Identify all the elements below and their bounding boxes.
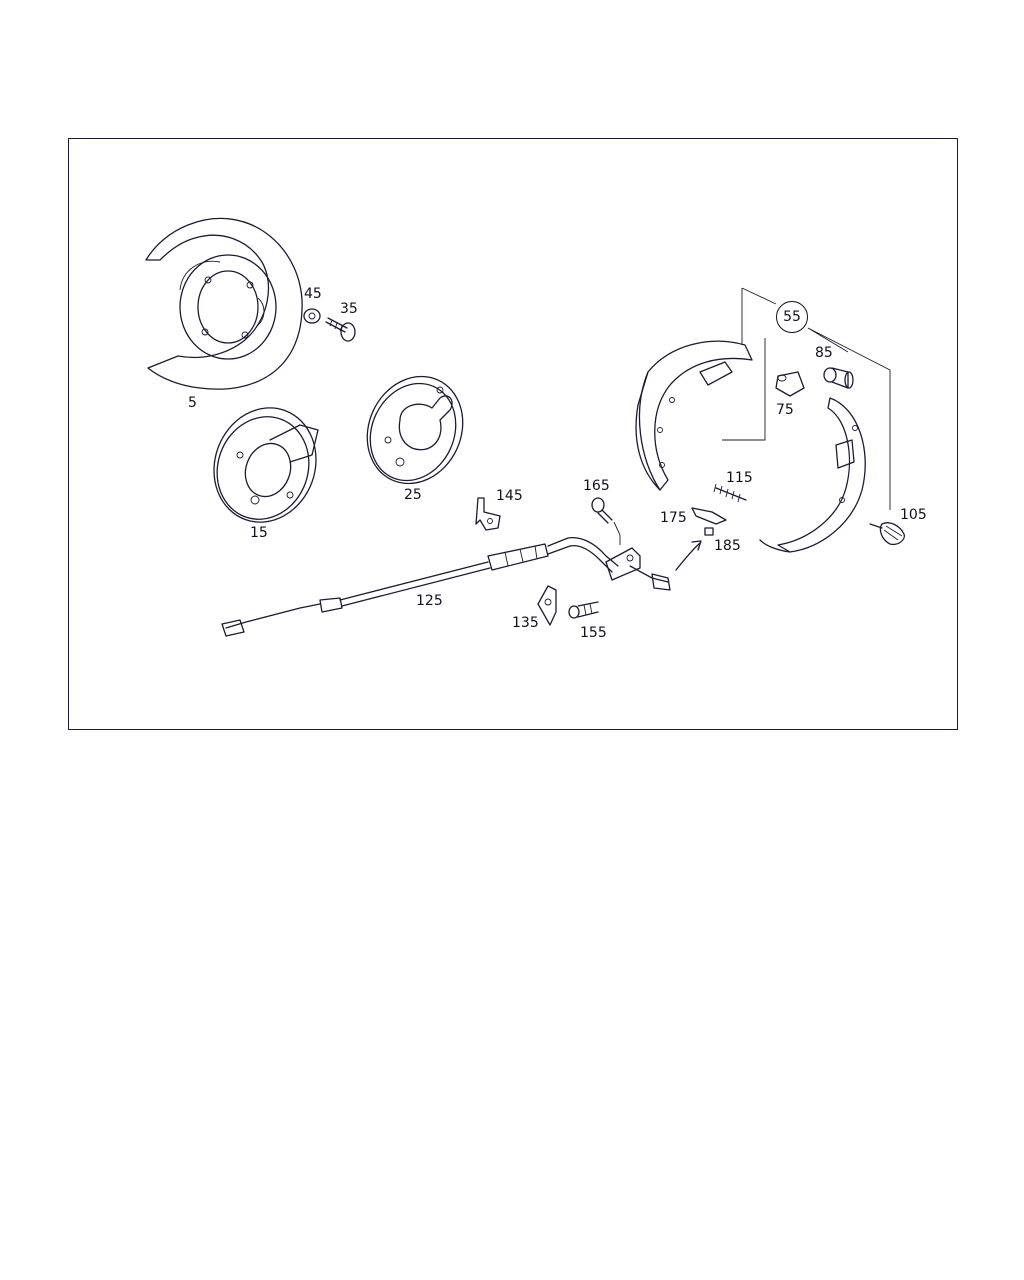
arrow-icon [675, 542, 701, 571]
part-label-145: 145 [496, 488, 523, 504]
part-label-135: 135 [512, 615, 539, 631]
part-label-25: 25 [404, 487, 422, 503]
cable-clip-part [537, 585, 557, 626]
brake-shoe-set-part [635, 340, 866, 553]
part-label-125: 125 [416, 593, 443, 609]
part-label-55: 55 [776, 301, 808, 333]
adjuster-lever-part [691, 507, 727, 525]
leader-line [722, 287, 891, 510]
adjuster-spring-part [713, 483, 747, 503]
part-label-5: 5 [188, 395, 197, 411]
parking-brake-cable-part [221, 536, 671, 637]
cable-bracket-part [475, 497, 501, 531]
bracket-bolt-part [591, 497, 621, 545]
bolt-part [325, 317, 356, 342]
backing-plate-part [213, 407, 319, 523]
wheel-cylinder-part [775, 371, 805, 397]
clip-bolt-part [568, 601, 599, 619]
part-label-35: 35 [340, 301, 358, 317]
part-label-185: 185 [714, 538, 741, 554]
part-label-45: 45 [304, 286, 322, 302]
hold-down-spring-part [869, 522, 905, 546]
part-label-15: 15 [250, 525, 268, 541]
dust-shield-part [145, 217, 303, 390]
part-label-115: 115 [726, 470, 753, 486]
spring-sleeve-part [823, 367, 854, 389]
part-label-85: 85 [815, 345, 833, 361]
part-label-175: 175 [660, 510, 687, 526]
adjuster-pin-part [704, 527, 714, 536]
part-label-75: 75 [776, 402, 794, 418]
anchor-plate-part [366, 375, 464, 485]
diagram-frame [68, 138, 958, 730]
part-label-165: 165 [583, 478, 610, 494]
part-label-105: 105 [900, 507, 927, 523]
part-label-155: 155 [580, 625, 607, 641]
nut-part [303, 308, 321, 324]
